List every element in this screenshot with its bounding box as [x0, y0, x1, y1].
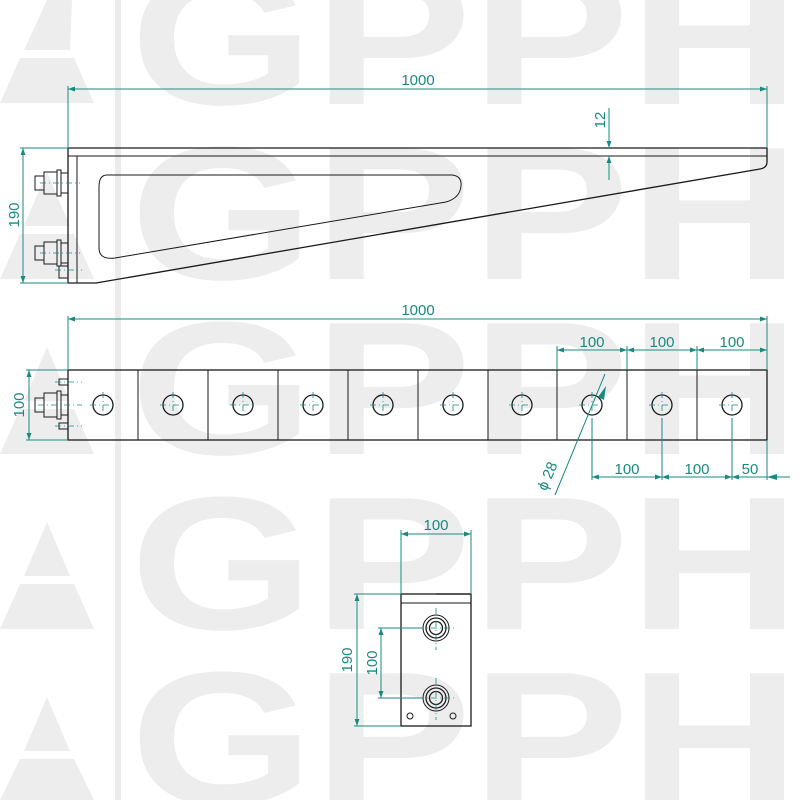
svg-text:GPPH: GPPH	[130, 633, 800, 800]
diameter-leader	[554, 373, 606, 496]
width-dimension-label: 100	[11, 392, 28, 417]
bolt-icon	[34, 378, 82, 430]
svg-text:GPPH: GPPH	[130, 108, 800, 320]
top-view: 1000 100 100 100 100 ϕ 28 100 100 50	[11, 302, 790, 496]
length-dimension-label: 1000	[401, 72, 434, 89]
spacing-dimension-label: 100	[684, 461, 709, 478]
hole-icon	[300, 392, 326, 418]
bolt-icon	[34, 169, 80, 197]
bracket-outline	[67, 147, 768, 284]
bolt-head-icon	[418, 678, 455, 720]
thickness-dimension-label: 12	[592, 112, 609, 129]
bolt-icon	[34, 239, 82, 279]
spacing-dimension-label: 50	[742, 461, 759, 478]
height-dimension-label: 190	[339, 647, 356, 672]
hole-icon	[160, 392, 186, 418]
svg-text:GPPH: GPPH	[130, 458, 800, 670]
bracket-cutout	[98, 174, 462, 259]
segment-dimension-label: 100	[649, 334, 674, 351]
side-view: 1000 190 12	[6, 72, 768, 284]
bolt-spacing-label: 100	[364, 650, 381, 675]
segment-dividers	[137, 370, 698, 440]
width-dimension-label: 100	[423, 517, 448, 534]
segment-dimension-label: 100	[579, 334, 604, 351]
spacing-dimension-label: 100	[614, 461, 639, 478]
height-dimension-label: 190	[6, 202, 23, 227]
watermark-text: GPPH GPPH GPPH GPPH GPPH	[130, 0, 800, 800]
hole-icon	[509, 392, 535, 418]
hole-icon	[440, 392, 466, 418]
bolt-head-icon	[418, 608, 455, 650]
hole-icon	[719, 392, 745, 418]
flange-edge	[400, 593, 472, 604]
small-hole-icon	[406, 712, 457, 720]
svg-text:GPPH: GPPH	[130, 0, 800, 145]
hole-icon	[370, 392, 396, 418]
segment-dimension-label: 100	[719, 334, 744, 351]
end-view: 100 190 100	[339, 517, 472, 727]
hole-icon	[649, 392, 675, 418]
length-dimension-label: 1000	[401, 302, 434, 319]
hole-icon	[90, 392, 116, 418]
hole-icon	[230, 392, 256, 418]
